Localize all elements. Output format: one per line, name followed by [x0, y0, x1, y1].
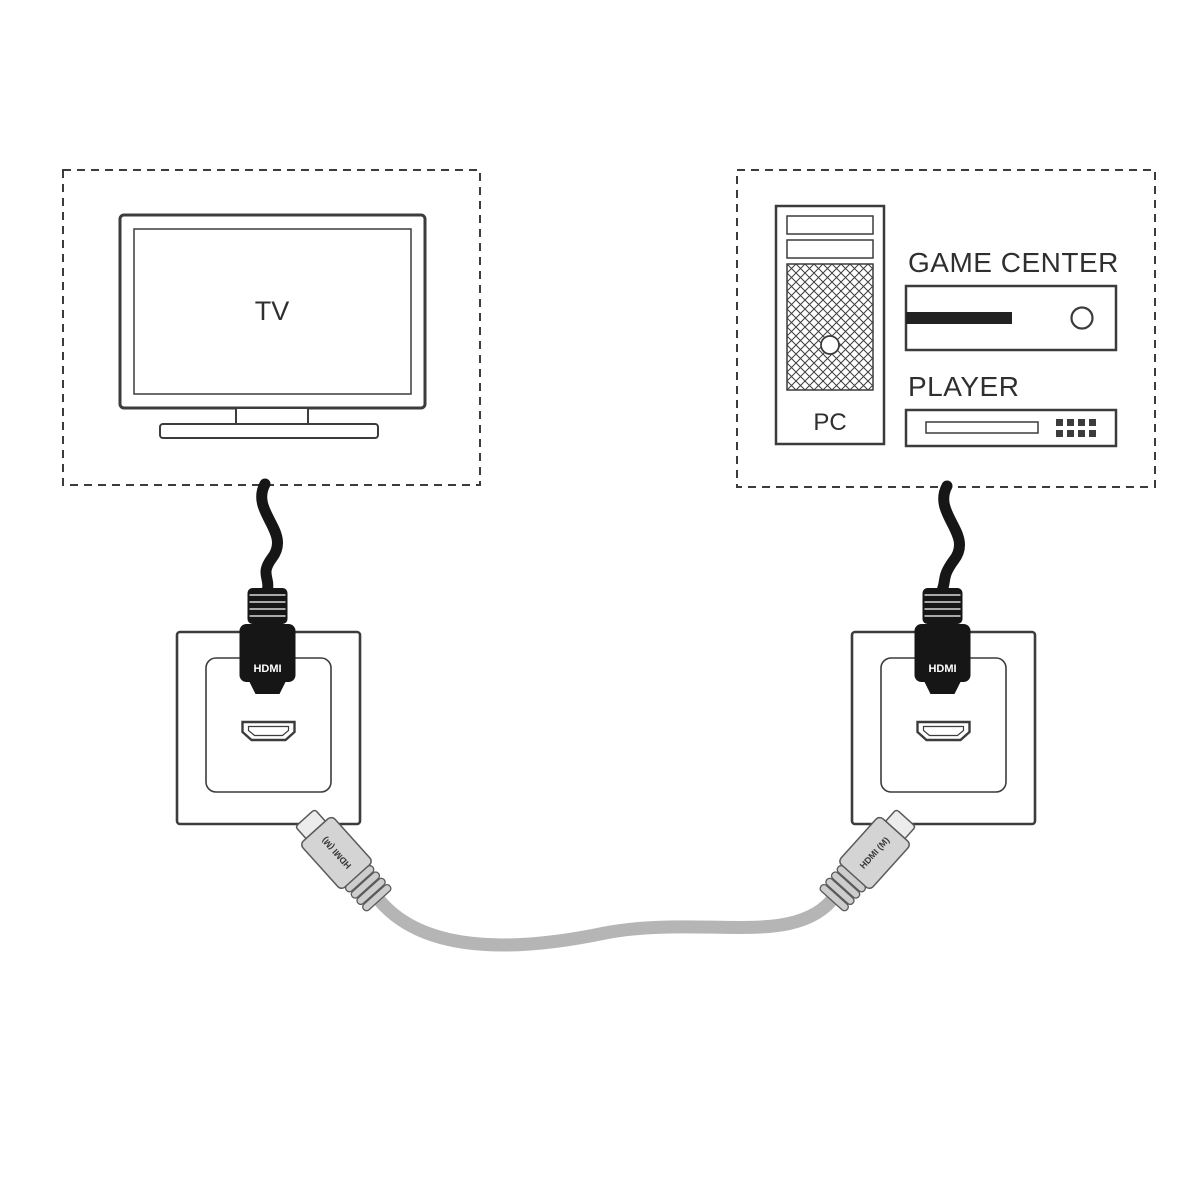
game-console-icon [904, 284, 1118, 352]
player-label: PLAYER [908, 371, 1019, 402]
pc-drive-bay-1 [786, 215, 874, 235]
tv-zone-box: TV [62, 169, 481, 486]
game-console-slot [906, 312, 1012, 324]
hdmi-plug-left-strain-relief [247, 588, 288, 624]
game-center-label: GAME CENTER [908, 247, 1119, 278]
pc-label: PC [813, 409, 846, 436]
hdmi-plug-right-strain-relief [922, 588, 963, 624]
patch-cable-icon [373, 894, 838, 952]
hdmi-plug-left-label: HDMI [253, 663, 281, 675]
hdmi-plug-right-body [914, 624, 971, 682]
pc-tower-icon: PC [774, 204, 886, 446]
hdmi-plug-left-ribs [249, 594, 286, 617]
hdmi-male-connector-right-icon: HDMI (M) [819, 809, 916, 912]
equipment-zone-box: PC GAME CENTER PLAYER [736, 169, 1156, 488]
hdmi-port-right-icon [916, 720, 971, 742]
hdmi-port-left-icon [241, 720, 296, 742]
hdmi-male-left-tip [295, 809, 327, 840]
hdmi-plug-right-ribs [924, 594, 961, 617]
cable-tv-to-wallplate [256, 478, 283, 595]
media-player-icon [904, 408, 1118, 448]
game-console-button-icon [1070, 306, 1094, 330]
hdmi-plug-right-tip [924, 682, 961, 694]
hdmi-plug-left-body [239, 624, 296, 682]
pc-drive-bay-2 [786, 239, 874, 259]
tv-zone-dashed-border [62, 169, 481, 486]
media-player-disc-slot [925, 421, 1039, 434]
hdmi-male-right-tip [884, 809, 916, 840]
tv-screen [133, 228, 412, 395]
media-player-vents-icon [1056, 419, 1096, 437]
hdmi-plug-right-label: HDMI [928, 663, 956, 675]
hdmi-male-connector-left-icon: HDMI (M) [295, 809, 392, 912]
pc-power-button-icon [820, 335, 840, 355]
hdmi-male-left-strain-relief [344, 865, 392, 912]
tv-label: TV [255, 296, 290, 326]
tv-stand-base [159, 423, 379, 439]
hdmi-plug-left-icon: HDMI [239, 588, 296, 694]
hdmi-plug-right-icon: HDMI [914, 588, 971, 694]
cable-pc-to-wallplate [937, 480, 965, 595]
tv-icon: TV [118, 213, 427, 439]
hdmi-plug-left-tip [249, 682, 286, 694]
hdmi-male-right-strain-relief [819, 865, 867, 912]
